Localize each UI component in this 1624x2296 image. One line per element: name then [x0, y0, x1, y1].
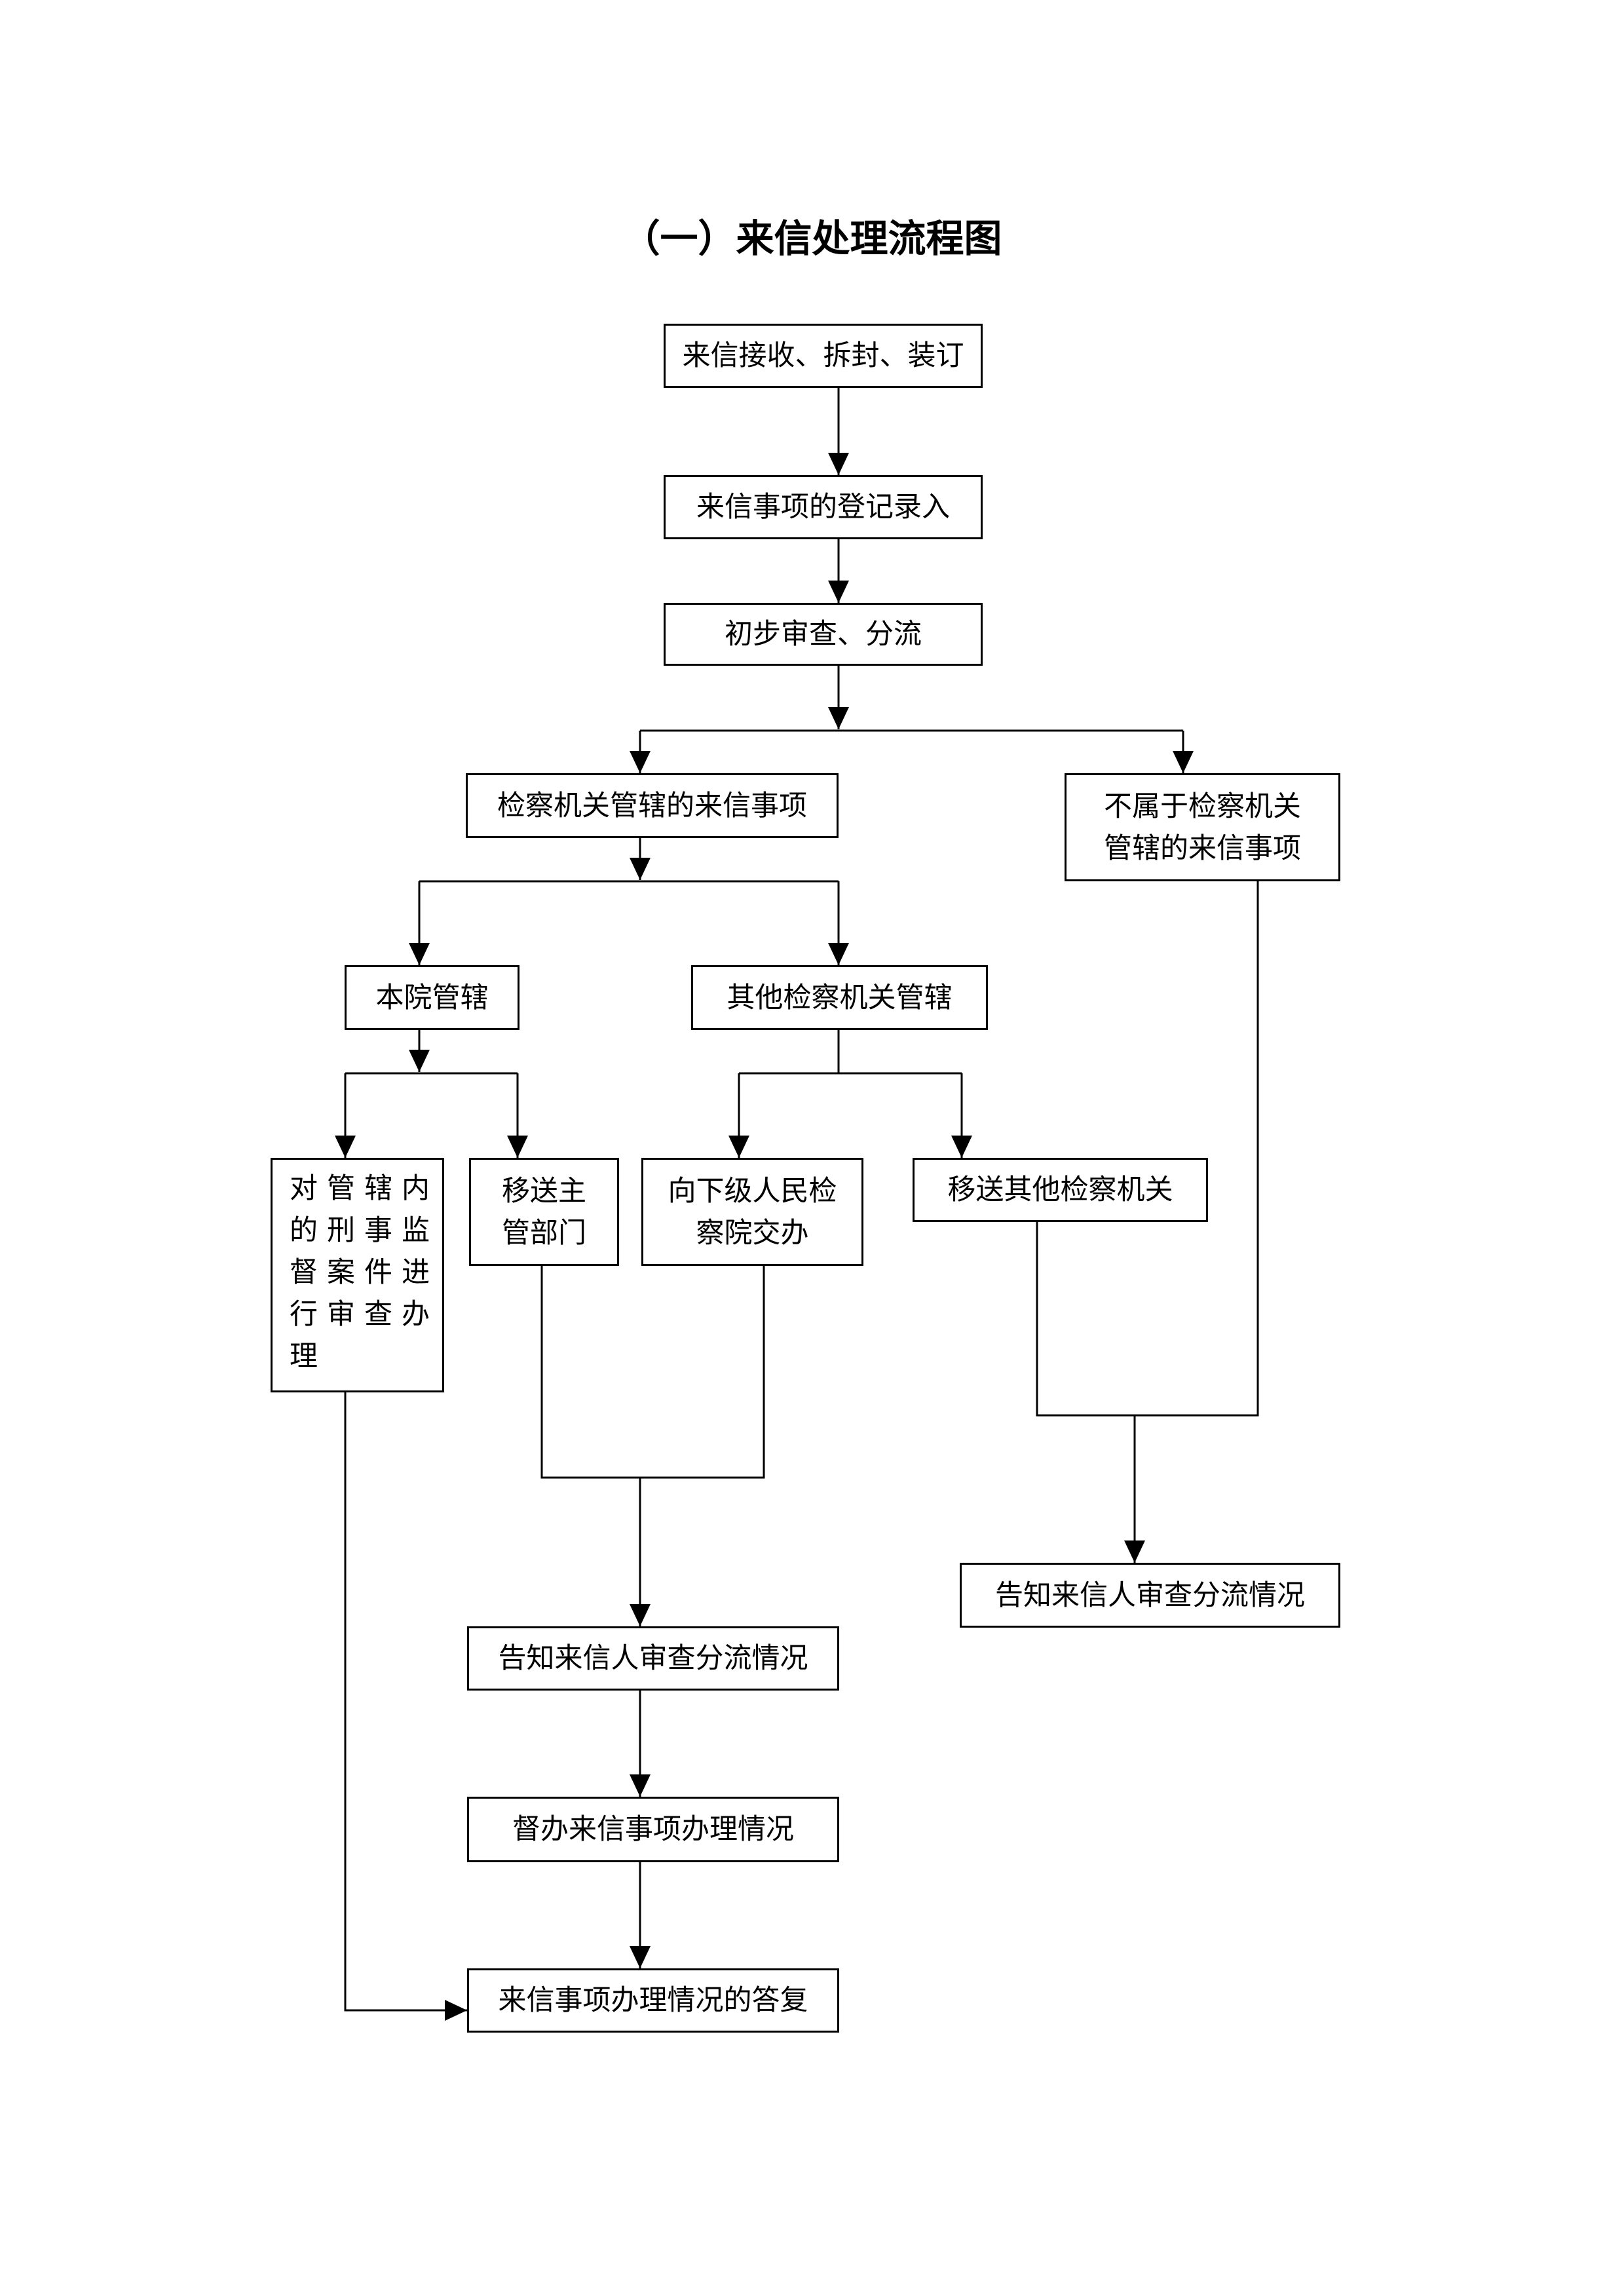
lower-court-line-2: 察院交办 — [696, 1216, 809, 1250]
criminal-supervision-line-4: 行审查办 — [290, 1298, 439, 1331]
step-criminal-supervision-review: 对管辖内 的刑事监 督案件进 行审查办 理 — [271, 1158, 444, 1392]
step-notify-writer-right: 告知来信人审查分流情况 — [960, 1563, 1340, 1628]
not-under-jurisdiction-line-1: 不属于检察机关 — [1104, 790, 1301, 823]
step-preliminary-review: 初步审查、分流 — [664, 603, 983, 666]
transfer-competent-line-2: 管部门 — [502, 1216, 586, 1250]
criminal-supervision-line-3: 督案件进 — [290, 1256, 439, 1289]
lower-court-line-1: 向下级人民检 — [668, 1174, 837, 1208]
step-transfer-competent-dept: 移送主 管部门 — [469, 1158, 619, 1266]
step-other-procuratorate-jurisdiction: 其他检察机关管辖 — [691, 965, 988, 1030]
connector-merge-right — [1036, 881, 1259, 1417]
step-supervise-handling: 督办来信事项办理情况 — [467, 1797, 839, 1862]
transfer-competent-line-1: 移送主 — [502, 1174, 586, 1208]
step-reply-on-handling: 来信事项办理情况的答复 — [467, 1968, 839, 2033]
step-this-court-jurisdiction: 本院管辖 — [345, 965, 519, 1030]
not-under-jurisdiction-line-2: 管辖的来信事项 — [1104, 832, 1301, 865]
step-under-jurisdiction: 检察机关管辖的来信事项 — [466, 773, 839, 838]
page-title: （一）来信处理流程图 — [622, 216, 1002, 261]
step-receive-unseal-bind: 来信接收、拆封、装订 — [664, 324, 983, 388]
step-register-entry: 来信事项的登记录入 — [664, 475, 983, 539]
arrow-criminal-to-reply — [344, 1392, 467, 2021]
criminal-supervision-line-2: 的刑事监 — [290, 1214, 439, 1247]
step-not-under-jurisdiction: 不属于检察机关 管辖的来信事项 — [1065, 773, 1340, 881]
step-transfer-other-procuratorate: 移送其他检察机关 — [913, 1158, 1208, 1222]
step-assign-lower-procuratorate: 向下级人民检 察院交办 — [641, 1158, 863, 1266]
criminal-supervision-line-5: 理 — [290, 1340, 327, 1373]
criminal-supervision-line-1: 对管辖内 — [290, 1172, 439, 1205]
connector-merge-left — [540, 1266, 765, 1479]
step-notify-writer-left: 告知来信人审查分流情况 — [467, 1626, 839, 1691]
